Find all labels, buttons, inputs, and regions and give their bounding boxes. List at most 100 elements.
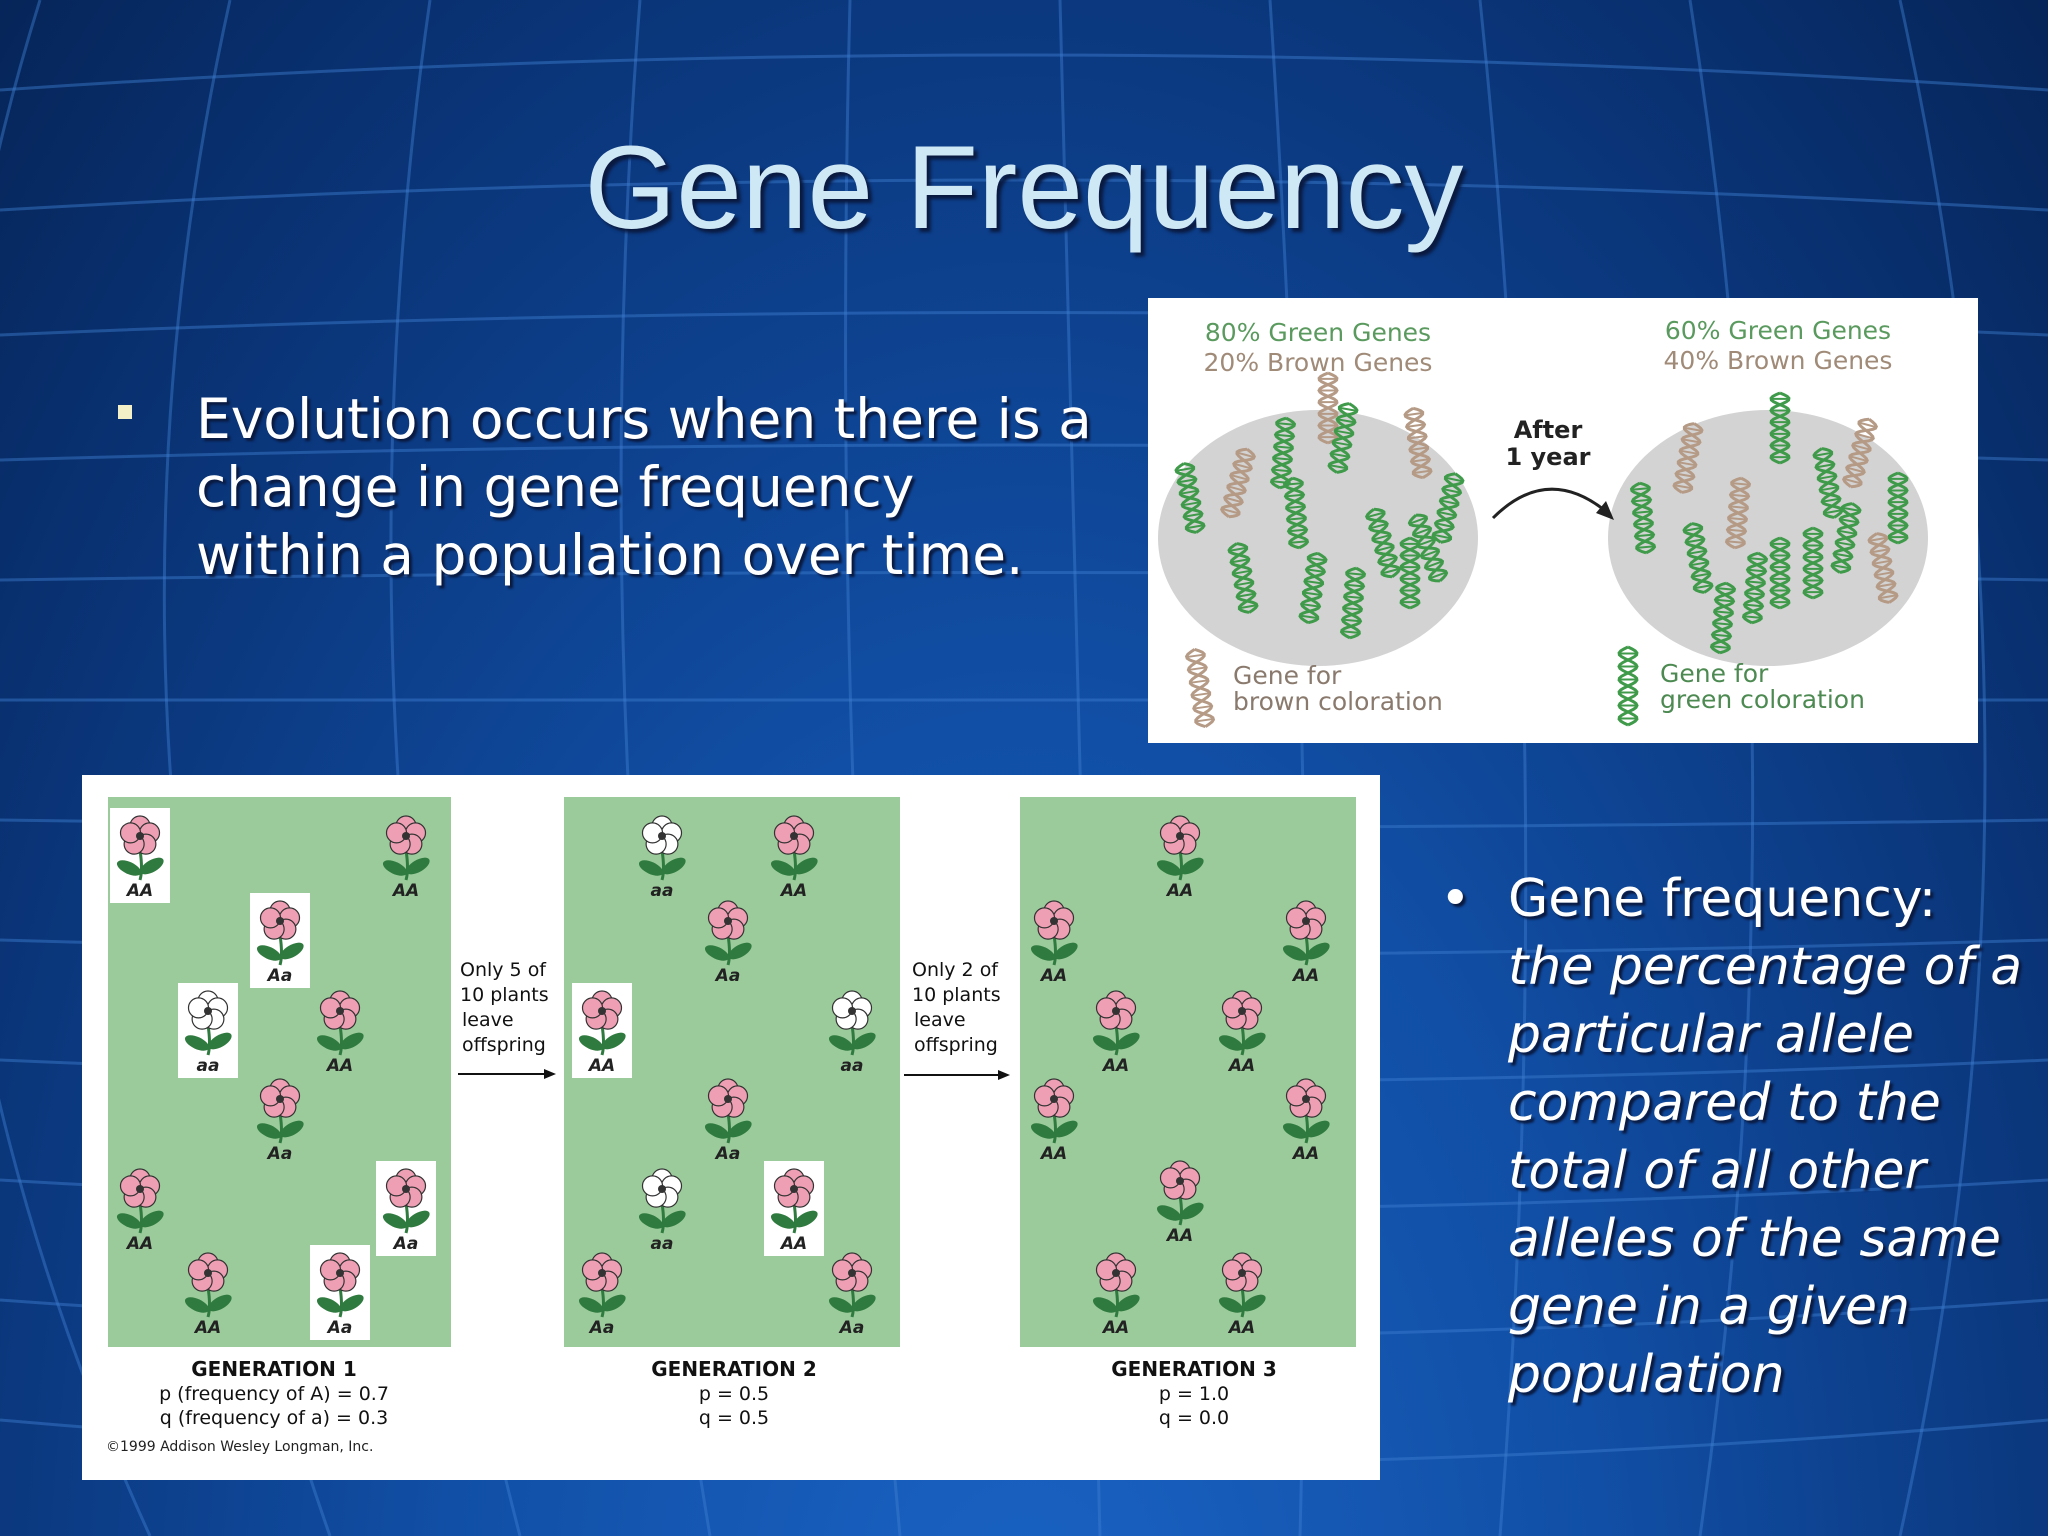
generation-3-q: q = 0.0 [1159,1407,1229,1429]
genotype-label: AA [1165,1226,1193,1246]
flower-plant: AA [1030,1078,1078,1164]
bullet-gene-frequency-term: Gene frequency: [1508,869,1937,929]
genotype-label: AA [1101,1056,1129,1076]
flower-plant: AA [1218,990,1266,1076]
dna-strand [1769,536,1791,610]
arrow-2-line-2: 10 plants [912,984,1001,1006]
genotype-label: AA [125,1234,153,1254]
dna-strand [1298,551,1328,625]
flower-plant: aa [638,815,686,901]
genotype-label: AA [1291,966,1319,986]
flower-plant: AA [1156,815,1204,901]
arrow-2-line-4: offspring [914,1034,998,1056]
dot-bullet-icon: • [1440,869,1471,929]
brown-gene-legend-icon [1184,647,1216,729]
bullet-evolution: Evolution occurs when there is a change … [118,385,1098,589]
dna-frequency-figure: 80% Green Genes 20% Brown Genes 60% Gree… [1148,298,1978,743]
dna-strand [1174,462,1206,534]
dna-strand [1724,476,1752,550]
flower-plant: AA [764,1161,824,1256]
legend-brown-label-2: brown coloration [1233,687,1443,716]
dna-strands-before [1174,371,1465,640]
dna-strand [1399,536,1421,610]
genotype-label: Aa [588,1318,615,1338]
population-before [1158,410,1478,666]
arrow-1-line-2: 10 plants [460,984,549,1006]
flower-plant: Aa [704,1078,752,1164]
one-year-label: 1 year [1505,443,1590,471]
genotype-label: AA [1165,881,1193,901]
dna-strand [1339,566,1367,640]
dna-strand [1741,551,1769,625]
genotype-label: Aa [838,1318,865,1338]
generation-3-field [1020,797,1356,1347]
flower-plant: AA [1092,1252,1140,1338]
population-after [1608,410,1928,666]
generation-1-p: p (frequency of A) = 0.7 [159,1383,389,1405]
copyright-notice: ©1999 Addison Wesley Longman, Inc. [106,1439,373,1455]
arrow-2-line-1: Only 2 of [912,959,999,981]
genotype-label: AA [587,1056,615,1076]
dna-strand [1672,422,1704,494]
dna-strand [1327,402,1359,474]
flower-plant: aa [638,1168,686,1254]
genotype-label: aa [651,881,674,901]
dna-strand [1407,513,1449,583]
after-label: After [1514,416,1583,444]
generation-2-p: p = 0.5 [699,1383,769,1405]
dna-strand [1709,581,1737,655]
arrow-1-line-3: leave [462,1009,514,1031]
dna-strand [1365,507,1401,579]
arrow-1-caption: Only 5 of 10 plants leave offspring [460,959,549,1056]
generation-1-title: GENERATION 1 [191,1357,357,1381]
right-green-percent: 60% Green Genes [1665,316,1891,345]
slide-title: Gene Frequency [584,122,1464,254]
arrow-1-head [544,1069,556,1079]
genotype-label: Aa [714,1144,741,1164]
left-green-percent: 80% Green Genes [1205,318,1431,347]
flower-plant: Aa [578,1252,626,1338]
genotype-label: AA [779,1234,807,1254]
bullet-gene-frequency-definition: the percentage of a particular allele co… [1508,937,2023,1405]
genotype-label: AA [1227,1318,1255,1338]
flower-plant: AA [1092,990,1140,1076]
dna-strand [1403,406,1433,480]
generation-2-title: GENERATION 2 [651,1357,817,1381]
right-brown-percent: 40% Brown Genes [1664,346,1893,375]
generation-3-p: p = 1.0 [1159,1383,1229,1405]
flower-plant: Aa [250,893,310,988]
legend-green-label-1: Gene for [1660,659,1769,688]
legend-brown-label-1: Gene for [1233,661,1342,690]
left-brown-percent: 20% Brown Genes [1204,348,1433,377]
dna-strand [1227,542,1259,614]
flower-plant: Aa [704,900,752,986]
flower-plant: AA [572,983,632,1078]
time-arrow-head [1596,501,1614,520]
arrow-2-caption: Only 2 of 10 plants leave offspring [912,959,1001,1056]
flower-plant: Aa [256,1078,304,1164]
dna-strand [1617,645,1639,727]
genotype-label: aa [841,1056,864,1076]
genotype-label: Aa [326,1318,353,1338]
genotype-label: AA [391,881,419,901]
flower-plant: Aa [376,1161,436,1256]
genotype-label: aa [197,1056,220,1076]
genotype-label: AA [779,881,807,901]
genotype-label: Aa [266,966,293,986]
genotype-label: AA [1039,966,1067,986]
flower-plant: Aa [310,1245,370,1340]
flower-plant: Aa [828,1252,876,1338]
dna-strand [1682,522,1714,594]
arrow-2-head [998,1070,1010,1080]
arrow-1-line-1: Only 5 of [460,959,547,981]
time-arrow [1491,487,1609,520]
bullet-evolution-text: Evolution occurs when there is a change … [196,387,1092,587]
dna-strand [1769,391,1791,465]
dna-strand [1887,471,1909,545]
generation-1-q: q (frequency of a) = 0.3 [160,1407,388,1429]
dna-strand [1802,526,1824,600]
dna-strand [1282,476,1310,550]
